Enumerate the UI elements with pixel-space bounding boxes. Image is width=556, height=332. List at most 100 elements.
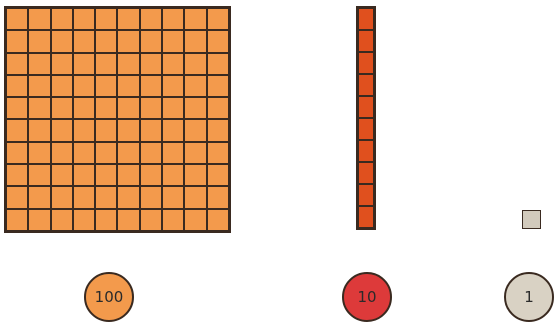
- hundred-block-cell: [184, 164, 206, 186]
- hundred-block-cell: [117, 8, 139, 30]
- ten-rod-block: [356, 6, 376, 230]
- hundred-block-cell: [6, 119, 28, 141]
- ten-token-label: 10: [357, 288, 376, 306]
- hundred-block-cell: [207, 30, 229, 52]
- hundred-block-cell: [73, 75, 95, 97]
- hundred-block-cell: [28, 164, 50, 186]
- hundred-block-cell: [140, 75, 162, 97]
- hundred-block-cell: [95, 8, 117, 30]
- hundred-block-cell: [6, 97, 28, 119]
- hundred-block-cell: [95, 119, 117, 141]
- hundred-block-cell: [207, 209, 229, 231]
- ten-rod-cell: [358, 8, 374, 30]
- ten-rod-cell: [358, 140, 374, 162]
- hundred-block-cell: [51, 142, 73, 164]
- hundred-block-cell: [140, 119, 162, 141]
- hundred-block-cell: [117, 186, 139, 208]
- hundred-block-cell: [117, 53, 139, 75]
- one-token-label: 1: [524, 288, 534, 306]
- hundred-block-cell: [73, 186, 95, 208]
- hundred-block-cell: [51, 75, 73, 97]
- hundred-block-cell: [6, 209, 28, 231]
- hundred-token-label: 100: [95, 288, 124, 306]
- hundred-block-cell: [162, 8, 184, 30]
- hundred-block-cell: [6, 186, 28, 208]
- hundred-block-cell: [95, 30, 117, 52]
- hundred-block-cell: [95, 209, 117, 231]
- hundred-block-cell: [184, 53, 206, 75]
- hundred-block-cell: [162, 142, 184, 164]
- hundred-block-cell: [140, 97, 162, 119]
- hundred-block-cell: [162, 164, 184, 186]
- hundred-block-cell: [6, 164, 28, 186]
- hundred-block-cell: [117, 142, 139, 164]
- hundred-block-cell: [95, 164, 117, 186]
- hundred-block-cell: [73, 53, 95, 75]
- hundred-block-cell: [162, 209, 184, 231]
- ten-rod-cell: [358, 206, 374, 228]
- hundred-block-cell: [184, 186, 206, 208]
- hundred-block-cell: [162, 75, 184, 97]
- hundred-block-cell: [73, 164, 95, 186]
- hundred-block-cell: [117, 97, 139, 119]
- hundred-block-cell: [184, 142, 206, 164]
- hundred-block-cell: [207, 142, 229, 164]
- ten-rod-cell: [358, 30, 374, 52]
- hundred-value-token: 100: [84, 272, 134, 322]
- ten-rod-cell: [358, 52, 374, 74]
- hundred-block-cell: [162, 30, 184, 52]
- hundred-block-cell: [28, 142, 50, 164]
- hundred-block-cell: [184, 75, 206, 97]
- hundred-block-cell: [51, 30, 73, 52]
- ten-value-token: 10: [342, 272, 392, 322]
- hundred-block-cell: [6, 53, 28, 75]
- ten-rod-cell: [358, 184, 374, 206]
- hundred-block-cell: [184, 30, 206, 52]
- hundred-block-cell: [73, 119, 95, 141]
- hundred-block-cell: [140, 8, 162, 30]
- hundred-block-cell: [140, 53, 162, 75]
- hundred-block-cell: [184, 8, 206, 30]
- hundred-block-cell: [73, 97, 95, 119]
- hundred-block-cell: [184, 97, 206, 119]
- hundred-block-cell: [140, 164, 162, 186]
- hundred-block-cell: [184, 209, 206, 231]
- hundred-block-cell: [117, 209, 139, 231]
- hundred-block-cell: [51, 186, 73, 208]
- hundred-block-cell: [117, 119, 139, 141]
- hundred-block-cell: [207, 8, 229, 30]
- hundred-block-cell: [95, 53, 117, 75]
- hundred-block-cell: [207, 186, 229, 208]
- hundred-block-cell: [95, 75, 117, 97]
- one-unit-cube: [522, 210, 541, 229]
- hundred-block-cell: [28, 97, 50, 119]
- hundred-block-cell: [207, 53, 229, 75]
- hundred-block-cell: [6, 30, 28, 52]
- hundred-block-cell: [51, 119, 73, 141]
- hundred-block-cell: [95, 97, 117, 119]
- hundred-block-cell: [162, 53, 184, 75]
- hundred-block-cell: [28, 75, 50, 97]
- hundred-block-cell: [207, 97, 229, 119]
- hundred-block-cell: [140, 142, 162, 164]
- ten-rod-cell: [358, 162, 374, 184]
- hundred-block-cell: [51, 164, 73, 186]
- hundred-block-cell: [51, 97, 73, 119]
- hundred-block-cell: [6, 142, 28, 164]
- hundred-block-cell: [51, 8, 73, 30]
- hundred-block-cell: [73, 30, 95, 52]
- hundred-block-cell: [140, 186, 162, 208]
- hundred-block-cell: [28, 53, 50, 75]
- hundred-block-cell: [140, 30, 162, 52]
- hundred-block-cell: [6, 8, 28, 30]
- hundred-block-cell: [51, 209, 73, 231]
- hundred-block-cell: [117, 164, 139, 186]
- hundred-block-cell: [162, 119, 184, 141]
- hundred-block-cell: [117, 75, 139, 97]
- hundred-block-cell: [73, 142, 95, 164]
- hundred-block-cell: [184, 119, 206, 141]
- one-value-token: 1: [504, 272, 554, 322]
- hundred-block-cell: [207, 75, 229, 97]
- hundred-block-cell: [162, 97, 184, 119]
- ten-rod-cell: [358, 74, 374, 96]
